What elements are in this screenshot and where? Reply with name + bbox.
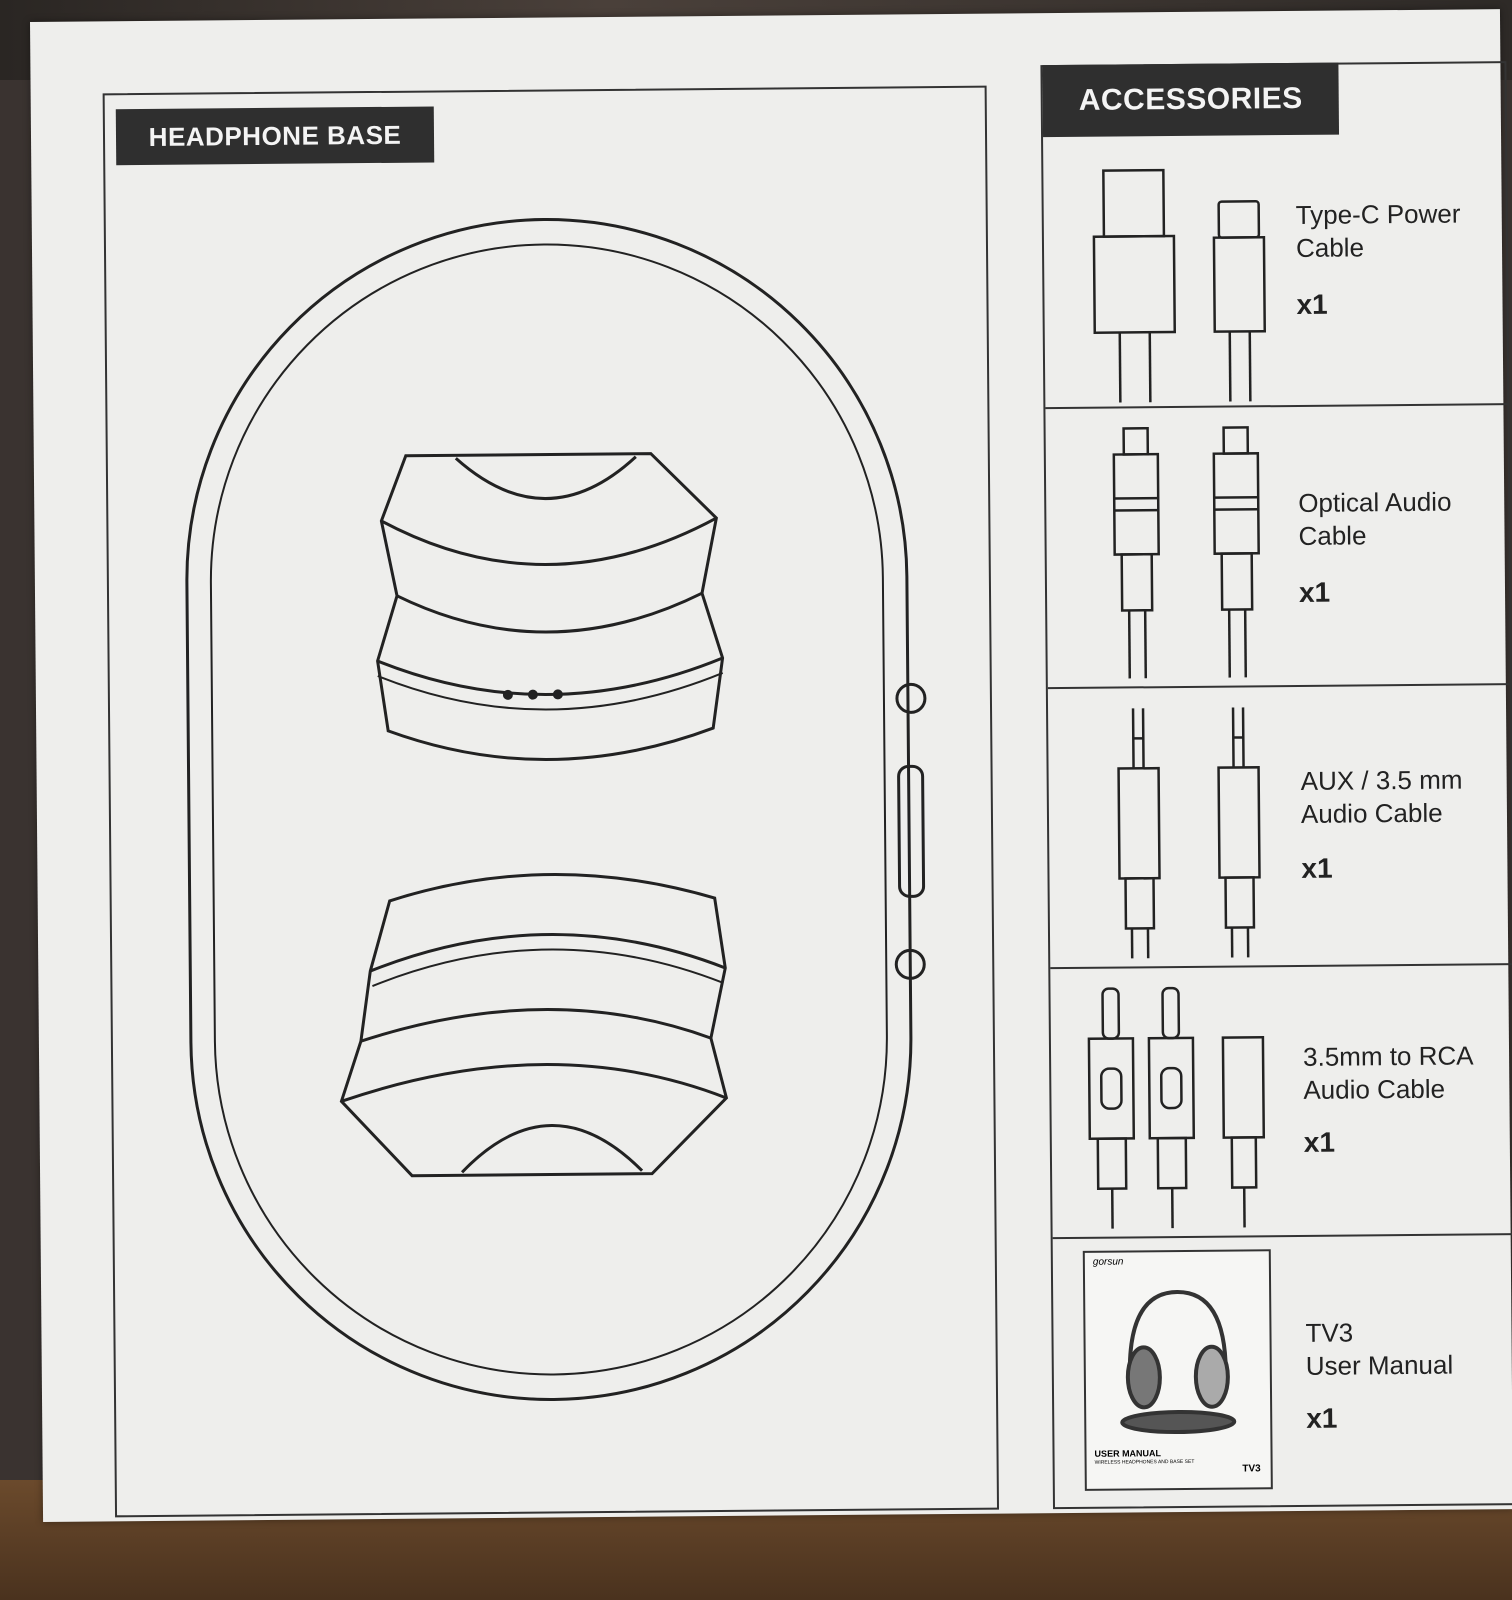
accessories-title: ACCESSORIES (1042, 62, 1340, 138)
headphone-base-illustration (185, 218, 927, 1401)
user-manual-icon: gorsun USER MANUAL WIRELESS HEADPHONES A… (1082, 1249, 1273, 1491)
accessory-label: Optical Audio Cable (1298, 486, 1452, 551)
accessory-quantity: x1 (1303, 1126, 1336, 1158)
accessory-quantity: x1 (1301, 852, 1333, 884)
headphones-icon (1120, 1290, 1237, 1435)
accessory-item: 3.5mm to RCA Audio Cable x1 (1050, 963, 1512, 1240)
accessory-quantity: x1 (1306, 1402, 1338, 1434)
accessory-item: Optical Audio Cable x1 (1045, 403, 1510, 690)
optical-cable-icon (1112, 426, 1260, 679)
accessories-panel: Type-C Power Cable x1 Optical Audio Cabl… (1040, 61, 1512, 1510)
accessory-label: Type-C Power Cable (1295, 198, 1461, 263)
manual-model: TV3 (1242, 1463, 1261, 1475)
rca-cable-icon (1087, 986, 1266, 1229)
accessory-quantity: x1 (1298, 576, 1331, 608)
manual-subtitle: WIRELESS HEADPHONES AND BASE SET (1094, 1458, 1195, 1466)
accessory-item: Type-C Power Cable x1 (1043, 137, 1507, 407)
accessory-label: AUX / 3.5 mm Audio Cable (1300, 764, 1463, 829)
accessory-item: AUX / 3.5 mm Audio Cable x1 (1047, 683, 1512, 970)
aux-cable-icon (1117, 707, 1261, 959)
usb-typec-cable-icon (1092, 168, 1267, 403)
product-box-panel: HEADPHONE BASE (30, 9, 1512, 1522)
accessory-quantity: x1 (1296, 288, 1328, 320)
accessory-item: gorsun USER MANUAL WIRELESS HEADPHONES A… (1052, 1233, 1512, 1510)
manual-brand: gorsun (1092, 1256, 1124, 1268)
accessory-label: 3.5mm to RCA Audio Cable (1302, 1040, 1474, 1105)
manual-title: USER MANUAL (1094, 1448, 1162, 1459)
accessory-label: TV3 User Manual (1305, 1317, 1454, 1381)
